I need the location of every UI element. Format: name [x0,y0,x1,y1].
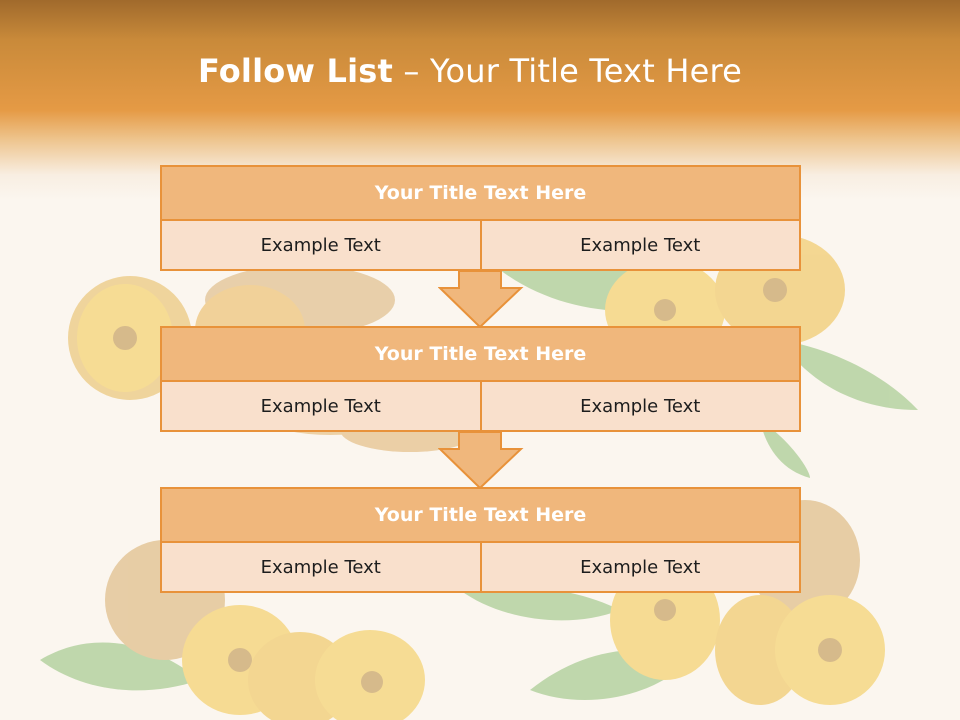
step-title: Your Title Text Here [160,165,801,221]
step-cell-right: Example Text [479,221,801,271]
step-block-3: Your Title Text Here Example Text Exampl… [160,487,801,593]
step-row: Example Text Example Text [160,543,801,593]
title-bold: Follow List [197,52,394,90]
title-rest: – Your Title Text Here [393,52,743,90]
step-cell-right: Example Text [479,382,801,432]
step-row: Example Text Example Text [160,221,801,271]
step-block-1: Your Title Text Here Example Text Exampl… [160,165,801,271]
step-cell-left: Example Text [160,382,482,432]
step-cell-right: Example Text [479,543,801,593]
step-title: Your Title Text Here [160,487,801,543]
step-block-2: Your Title Text Here Example Text Exampl… [160,326,801,432]
down-arrow-icon [438,431,524,490]
step-cell-left: Example Text [160,543,482,593]
step-title: Your Title Text Here [160,326,801,382]
step-row: Example Text Example Text [160,382,801,432]
down-arrow-icon [438,270,524,329]
slide-title: Follow List – Your Title Text Here [0,52,940,90]
step-cell-left: Example Text [160,221,482,271]
